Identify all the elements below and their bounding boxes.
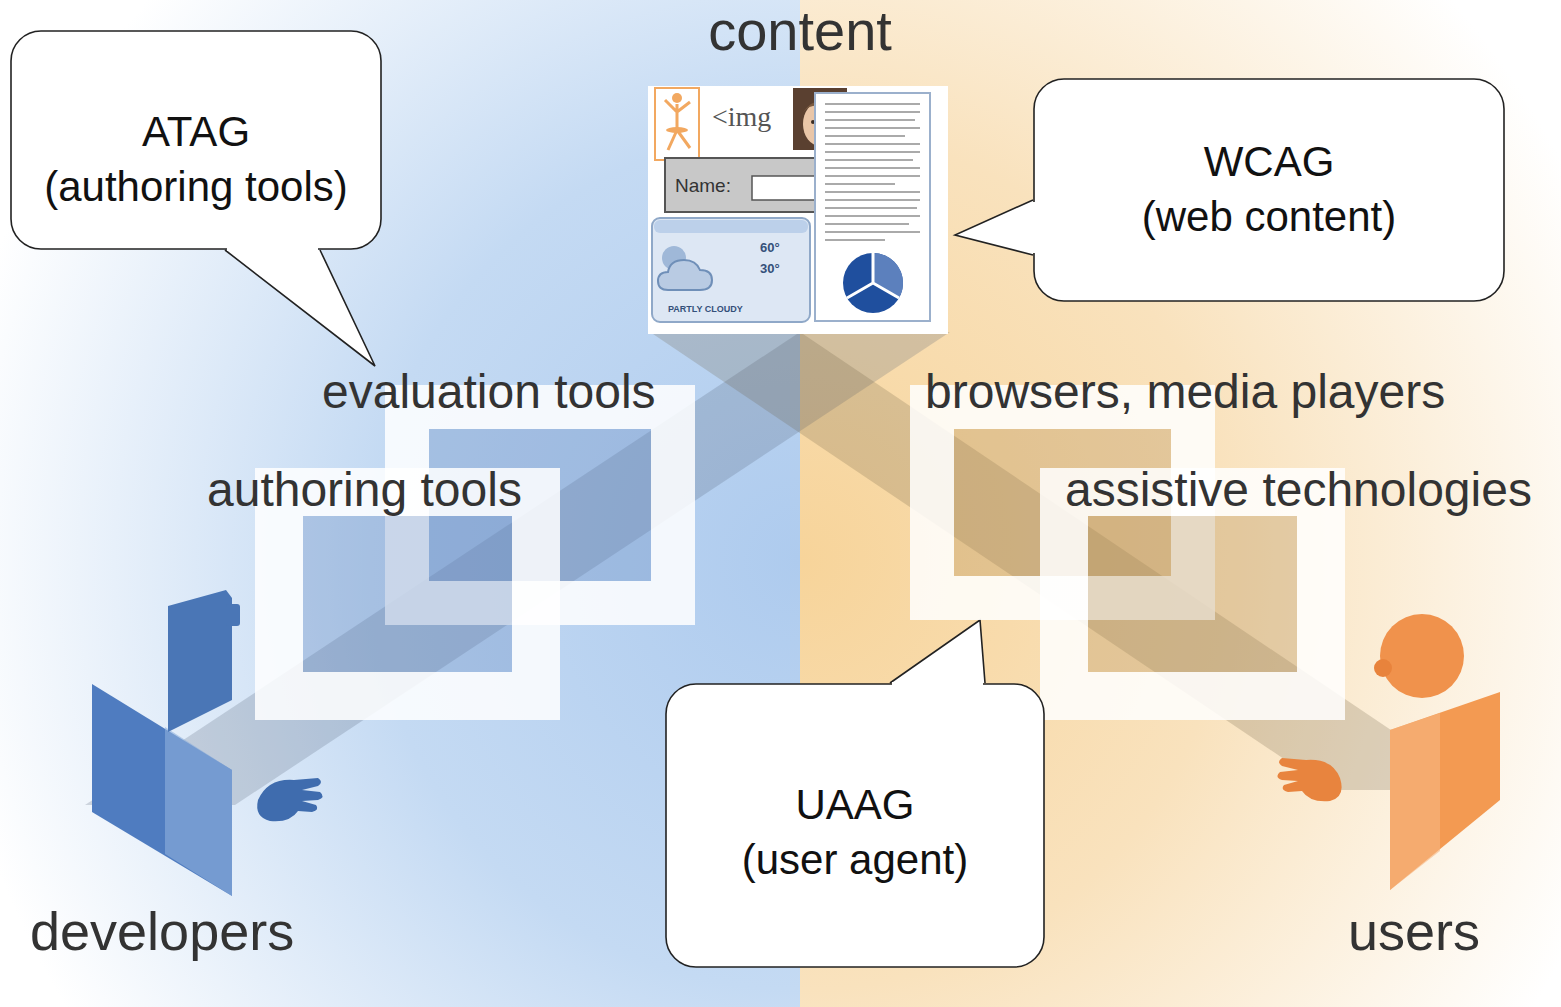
user-hand — [1277, 758, 1341, 801]
tool-frame: assistive technologies — [1040, 464, 1538, 720]
pie-dividers — [847, 253, 899, 298]
callout-outline — [666, 684, 1044, 967]
weather-value: 30° — [760, 262, 780, 276]
pointer-opening — [892, 682, 983, 686]
tool-label: authoring tools — [207, 464, 522, 517]
tool-label: browsers, media players — [925, 366, 1445, 419]
weather-cloud — [658, 260, 712, 290]
callout-outline — [11, 31, 381, 249]
document-page — [815, 93, 930, 321]
content-node: content — [645, 0, 955, 335]
callout-bubble: ATAG(authoring tools) — [10, 30, 382, 250]
form-label: Name: — [675, 176, 731, 197]
callout-pointer — [955, 200, 1033, 255]
callout-bubble: WCAG(web content) — [1033, 78, 1505, 302]
user-body-light — [1390, 713, 1440, 890]
sample-code-text: <img — [712, 102, 771, 133]
ballerina-frame — [655, 88, 699, 160]
developer-body-light — [165, 727, 232, 896]
developer-head — [168, 590, 232, 732]
callout-pointer — [890, 620, 985, 683]
pointer-opening — [1032, 202, 1036, 253]
pie-chart — [843, 253, 903, 313]
document-text-lines — [825, 104, 920, 240]
developer-ear — [226, 604, 240, 626]
callout-bubble: UAAG(user agent) — [665, 683, 1045, 968]
content-collage — [648, 86, 948, 334]
frame-inner — [1088, 516, 1297, 672]
role-label: developers — [30, 902, 294, 961]
pointer-opening — [227, 247, 318, 251]
callout-pointer — [225, 250, 375, 366]
tool-label: evaluation tools — [322, 366, 656, 419]
guideline-scope: (authoring tools) — [44, 160, 348, 215]
user-body — [1390, 692, 1500, 890]
weather-widget — [652, 218, 810, 322]
role-label: users — [1348, 902, 1480, 961]
ballerina-figure — [665, 100, 690, 150]
user-ear — [1374, 659, 1392, 677]
tool-label: assistive technologies — [1065, 464, 1532, 517]
guideline-scope: (web content) — [1142, 190, 1396, 245]
weather-value: 60° — [760, 241, 780, 255]
user-head — [1380, 614, 1464, 698]
callout-outline — [1034, 79, 1504, 301]
tool-frame: authoring tools — [203, 464, 560, 720]
weather-caption: PARTLY CLOUDY — [668, 305, 743, 315]
guideline-acronym: UAAG — [795, 778, 914, 833]
guideline-acronym: ATAG — [142, 105, 250, 160]
ballerina-head — [672, 93, 682, 103]
ballerina-tutu — [666, 127, 688, 133]
weather-header-bar — [654, 220, 808, 233]
developer-hand — [257, 778, 322, 821]
content-heading: content — [645, 0, 955, 62]
guideline-acronym: WCAG — [1204, 135, 1335, 190]
guideline-scope: (user agent) — [742, 833, 968, 888]
frame-inner — [303, 516, 512, 672]
node-outline — [1033, 78, 1505, 302]
developer-body — [92, 684, 232, 896]
